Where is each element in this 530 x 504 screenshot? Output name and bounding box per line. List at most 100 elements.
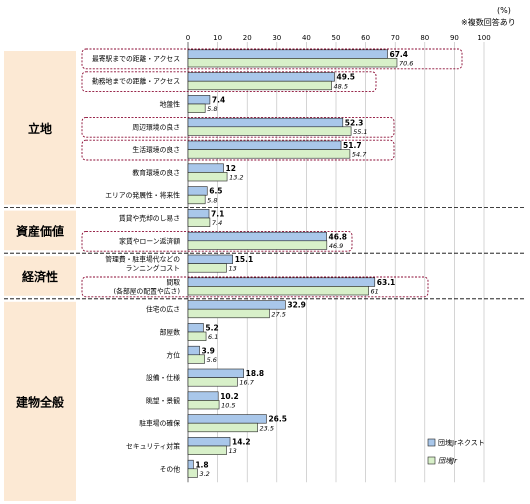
data-label: 5.8 <box>207 105 217 113</box>
x-tick-label: 90 <box>450 34 459 42</box>
highlight-box <box>81 139 395 161</box>
bar <box>187 58 398 68</box>
bar <box>187 149 351 159</box>
bar <box>187 194 206 205</box>
data-label: 15.1 <box>235 255 254 264</box>
category-label: 教育環境の良さ <box>132 168 180 177</box>
highlight-box <box>81 71 377 93</box>
data-label: 5.2 <box>205 324 218 333</box>
bar <box>187 95 211 105</box>
data-label: 46.8 <box>329 232 348 241</box>
data-label: 49.5 <box>337 73 356 82</box>
data-label: 46.9 <box>329 242 343 250</box>
data-label: 67.4 <box>390 50 409 59</box>
data-label: 48.5 <box>334 82 348 90</box>
data-label: 13 <box>228 447 236 455</box>
highlight-boxes <box>81 48 463 298</box>
group-label: 建物全般 <box>15 394 64 409</box>
legend-label: 団塊Jr <box>438 457 458 465</box>
bar <box>187 209 210 219</box>
group-panel <box>4 51 76 205</box>
category-label: その他 <box>160 464 181 473</box>
data-label: 10.2 <box>220 392 239 401</box>
bar <box>187 345 200 356</box>
bars: 67.470.649.548.57.45.852.355.151.754.712… <box>187 49 413 478</box>
bar <box>187 422 258 433</box>
legend-swatch <box>427 438 436 447</box>
category-label: 管理費・駐車場代などの <box>105 255 180 264</box>
data-label: 27.5 <box>271 310 285 318</box>
data-label: 3.9 <box>202 346 215 355</box>
bar <box>187 400 220 410</box>
bar <box>187 117 344 128</box>
category-labels: 最寄駅までの距離・アクセス勤務地までの距離・アクセス地盤性周辺環境の良さ生活環境… <box>92 54 180 473</box>
data-label: 63.1 <box>377 278 396 287</box>
x-tick-label: 70 <box>391 34 400 42</box>
category-label: 駐車場の確保 <box>139 419 180 428</box>
data-label: 23.5 <box>260 424 274 432</box>
category-label: ランニングコスト <box>126 264 180 273</box>
gridlines <box>187 42 485 483</box>
bar <box>187 217 211 227</box>
highlight-box <box>81 276 429 298</box>
group-separators <box>4 207 526 300</box>
data-label: 55.1 <box>353 128 367 136</box>
data-label: 5.8 <box>207 196 217 204</box>
category-label: 最寄駅までの距離・アクセス <box>92 54 180 63</box>
bar <box>187 172 228 182</box>
data-label: 26.5 <box>268 415 287 424</box>
group-panel <box>4 256 76 296</box>
data-label: 6.5 <box>209 187 222 196</box>
bar <box>187 368 244 378</box>
category-label: 勤務地までの距離・アクセス <box>92 77 180 86</box>
bar <box>187 308 270 319</box>
bar <box>187 49 388 59</box>
data-label: 7.4 <box>212 219 222 227</box>
bar <box>187 80 332 91</box>
data-label: 12 <box>226 164 236 173</box>
data-label: 70.6 <box>399 60 413 68</box>
x-tick-label: 40 <box>302 34 311 42</box>
x-tick-label: 0 <box>186 34 190 42</box>
category-label: セキュリティ対策 <box>126 442 180 451</box>
category-label: 部屋数 <box>160 328 181 337</box>
category-label: 周辺環境の良さ <box>132 122 180 131</box>
bar <box>187 414 267 424</box>
bar <box>187 286 369 296</box>
x-tick-label: 50 <box>332 34 341 42</box>
x-tick-label: 100 <box>477 34 490 42</box>
category-label: 賃貸や売却のし易さ <box>119 214 180 223</box>
group-label: 立地 <box>28 121 52 136</box>
bar <box>187 72 335 82</box>
bar <box>187 140 342 150</box>
data-label: 7.1 <box>211 210 224 219</box>
bar <box>187 186 208 196</box>
data-label: 54.7 <box>352 151 367 159</box>
category-label: 生活環境の良さ <box>132 145 180 154</box>
multiple-answer-note: ※複数回答あり <box>461 17 516 27</box>
bar <box>187 254 233 264</box>
category-label: エリアの発展性・将来性 <box>105 191 180 200</box>
x-tick-label: 30 <box>272 34 281 42</box>
data-label: 32.9 <box>287 301 306 310</box>
bar <box>187 126 352 136</box>
data-label: 3.2 <box>199 470 209 478</box>
unit-label: (%) <box>497 6 511 15</box>
data-label: 61 <box>371 288 379 296</box>
x-tick-label: 10 <box>213 34 222 42</box>
data-label: 10.5 <box>221 402 235 410</box>
group-panel <box>4 210 76 251</box>
bar <box>187 459 194 470</box>
group-panel <box>4 301 76 501</box>
data-label: 16.7 <box>239 379 254 387</box>
bar <box>187 377 238 387</box>
data-label: 18.8 <box>246 369 265 378</box>
legend-swatch <box>427 456 436 465</box>
category-label: 家賃やローン返済額 <box>119 236 180 245</box>
data-label: 6.1 <box>208 333 218 341</box>
bar <box>187 445 227 455</box>
bar <box>187 300 286 310</box>
